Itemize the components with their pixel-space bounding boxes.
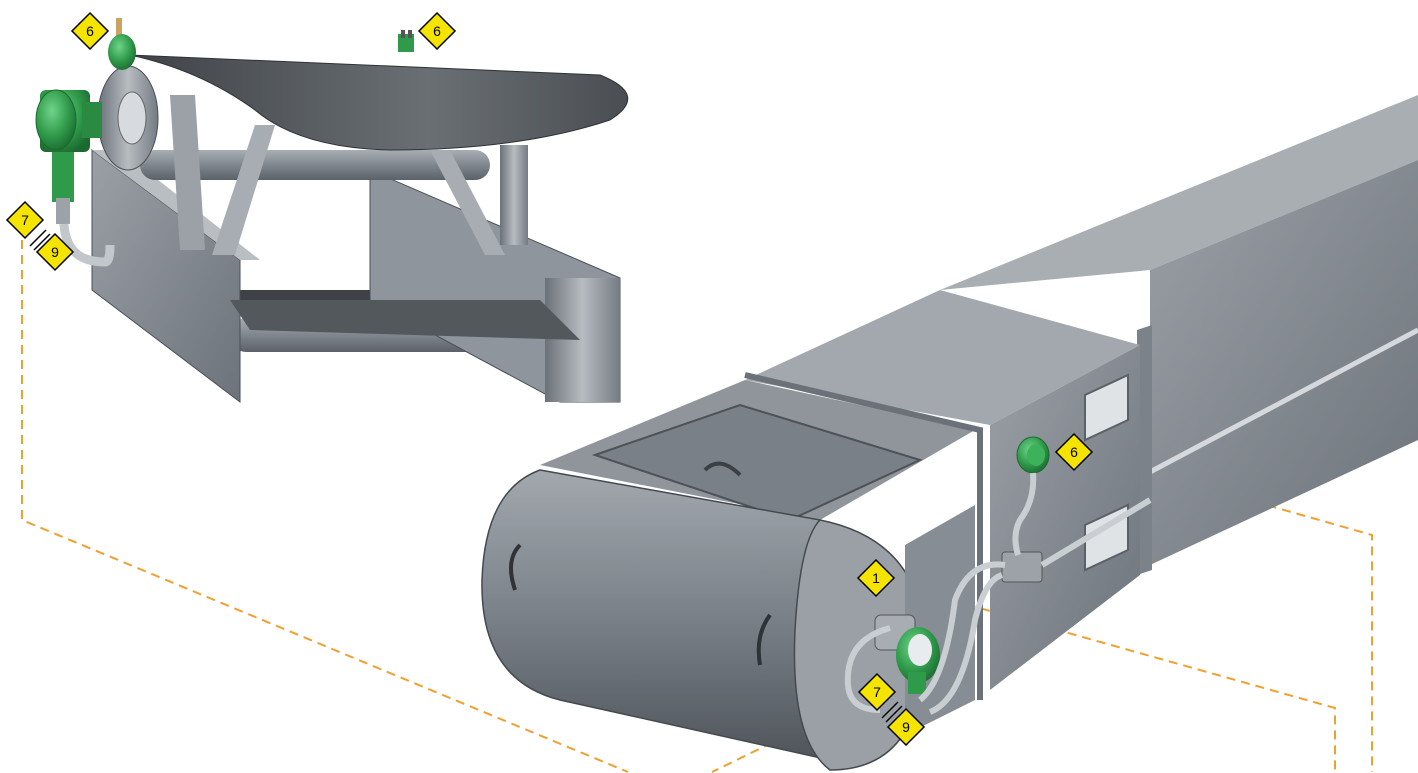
svg-text:9: 9 [51,244,59,260]
pulley-sensor-device [896,627,940,694]
svg-text:6: 6 [1070,444,1078,460]
duct-rail [1148,327,1418,475]
junction-box [1001,551,1043,583]
lid-handle [703,461,742,477]
marker-separator-pulley-2 [885,705,903,723]
svg-text:7: 7 [873,684,881,700]
upper-roller [140,150,490,180]
middle-plate [230,300,580,340]
marker-top-left-sensor: 6 [70,11,110,51]
leader-line-housing-sensor [1079,451,1373,772]
sensor-bracket [905,505,975,735]
svg-text:6: 6 [86,23,94,39]
leader-line-left [21,240,629,773]
svg-text:1: 1 [872,570,880,586]
duct-flange [1137,325,1152,575]
drum-handle-right [756,613,772,666]
marker-left-cable-upper: 7 [5,200,45,240]
top-belt [129,54,629,151]
marker-speed-sensor: 1 [856,558,896,598]
housing-window-upper [1084,373,1129,442]
marker-separator-left-2 [33,233,51,251]
drum-handle-left [509,543,522,591]
duct-top [940,95,1418,290]
right-channel-face [545,278,620,402]
marker-housing-sensor: 6 [1054,432,1094,472]
top-right-sensor-device [398,30,414,52]
support-leg-right [430,150,505,255]
top-left-sensor-device [108,18,136,70]
sensor-cables [844,472,1152,715]
lid-plate [591,403,923,522]
left-channel-lip [92,150,260,260]
marker-top-right-sensor: 6 [417,11,457,51]
duct-side [1150,160,1418,565]
marker-pulley-cable-lower: 9 [886,707,926,747]
marker-pulley-cable-upper: 7 [857,672,897,712]
marker-separator-pulley [881,701,899,719]
support-leg-left [170,95,205,250]
drive-pulley-hub [117,91,147,145]
housing-sensor-device [1016,436,1050,474]
svg-text:9: 9 [902,719,910,735]
callout-markers: 6 6 7 9 6 1 7 9 [5,11,1094,747]
support-post-right [500,145,528,245]
support-leg-middle [212,125,275,255]
main-enclosed-conveyor [481,95,1418,771]
marker-left-cable-lower: 9 [35,232,75,272]
svg-text:7: 7 [21,212,29,228]
marker-separator-left [29,229,47,247]
motor-sensor [35,89,102,224]
head-drum [481,469,831,761]
motor-cable [59,223,115,267]
svg-text:6: 6 [433,23,441,39]
housing-top [745,290,1140,425]
inset-open-conveyor [35,18,629,404]
